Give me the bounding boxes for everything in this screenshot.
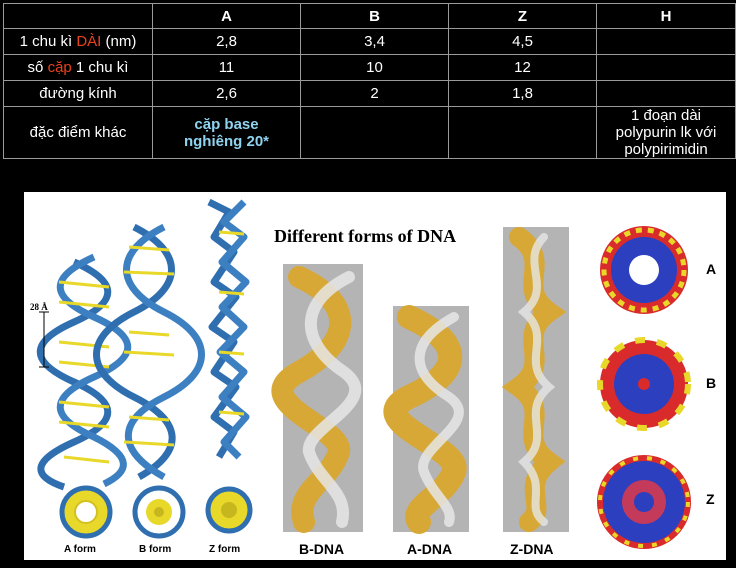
cell-line: cặp base (194, 115, 259, 133)
label-highlight: cặp (47, 59, 72, 76)
z-form-cross-section (205, 486, 253, 534)
label-text: (nm) (101, 33, 137, 50)
cell-z: 4,5 (448, 28, 597, 55)
cell-line: polypurin lk với (615, 124, 717, 141)
dna-figure-svg: 28 Å A form (30, 198, 716, 557)
row-label-diameter: đường kính (3, 80, 153, 107)
cross-label-a: A (706, 261, 716, 277)
cell-b: 2 (300, 80, 449, 107)
b-dna-model (271, 264, 363, 533)
cell-z: 1,8 (448, 80, 597, 107)
header-a: A (152, 3, 301, 29)
header-b: B (300, 3, 449, 29)
cell-line: 1 đoạn dài (630, 107, 702, 124)
row-label-pairs: số cặp 1 chu kì (3, 54, 153, 81)
a-form-helix (37, 253, 131, 491)
cell-h (596, 80, 736, 107)
model-label-z: Z-DNA (510, 541, 554, 557)
b-form-cross-section (132, 485, 186, 539)
cell-a: 11 (152, 54, 301, 81)
header-z: Z (448, 3, 597, 29)
table-header-row: A B Z H (3, 3, 736, 29)
cross-label-b: B (706, 375, 716, 391)
table-row: 1 chu kì DÀI (nm) 2,8 3,4 4,5 (3, 28, 736, 55)
b-form-helix (93, 223, 205, 481)
cell-b (300, 106, 449, 159)
cell-line: polypirimidin (624, 141, 708, 158)
cell-line: nghiêng 20* (183, 132, 269, 150)
b-dna-end-view (597, 337, 691, 431)
model-label-b: B-DNA (299, 541, 344, 557)
form-label-z: Z form (209, 544, 240, 555)
comparison-table: A B Z H 1 chu kì DÀI (nm) 2,8 3,4 4,5 số… (3, 3, 736, 159)
label-highlight: DÀI (76, 33, 102, 50)
cell-a: 2,8 (152, 28, 301, 55)
table-row: đường kính 2,6 2 1,8 (3, 80, 736, 107)
cell-a: 2,6 (152, 80, 301, 107)
row-label-period: 1 chu kì DÀI (nm) (3, 28, 153, 55)
form-label-b: B form (139, 544, 171, 555)
cell-h (596, 28, 736, 55)
header-empty (3, 3, 153, 29)
a-dna-model (383, 305, 469, 534)
scale-label: 28 Å (30, 302, 48, 312)
z-dna-end-view (597, 455, 691, 549)
cell-z: 12 (448, 54, 597, 81)
form-label-a: A form (64, 544, 96, 555)
z-dna-model (501, 227, 569, 532)
a-form-cross-section (59, 485, 113, 539)
cell-b: 3,4 (300, 28, 449, 55)
dna-forms-figure: 28 Å A form (24, 192, 726, 560)
table-row: số cặp 1 chu kì 11 10 12 (3, 54, 736, 81)
label-text: số (27, 59, 48, 76)
label-text: 1 chu kì (19, 33, 77, 50)
row-label-other: đặc điểm khác (3, 106, 153, 159)
label-text: 1 chu kì (71, 59, 129, 76)
header-h: H (596, 3, 736, 29)
a-dna-end-view (600, 226, 688, 314)
model-label-a: A-DNA (407, 541, 452, 557)
cell-b: 10 (300, 54, 449, 81)
figure-title: Different forms of DNA (274, 226, 456, 246)
cross-label-z: Z (706, 491, 715, 507)
cell-h (596, 54, 736, 81)
z-form-helix (207, 198, 250, 460)
cell-z (448, 106, 597, 159)
